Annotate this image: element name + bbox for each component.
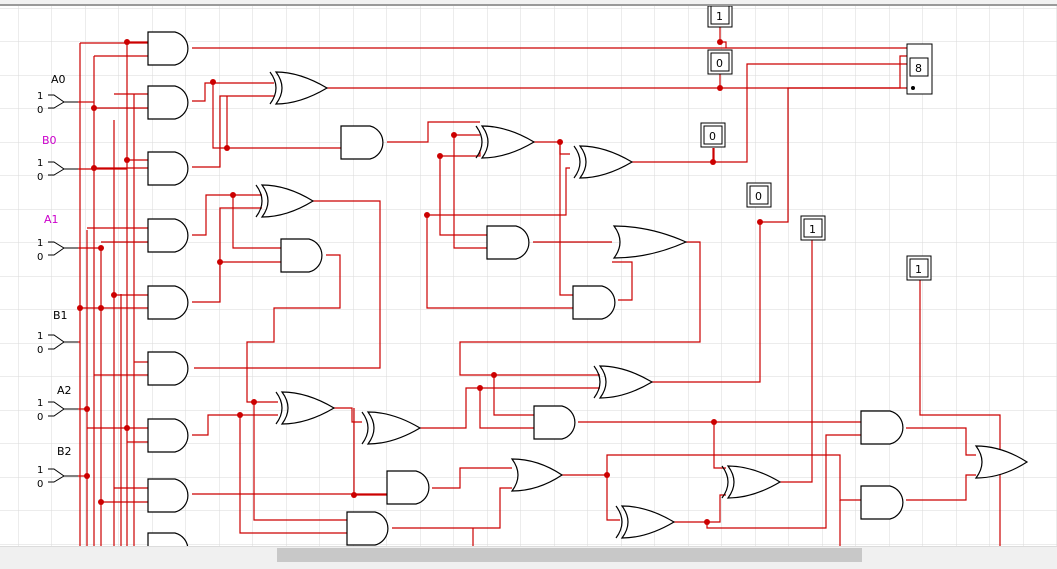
window-top-border bbox=[0, 0, 1057, 6]
output-probe-value: 1 bbox=[915, 263, 922, 276]
and-gate[interactable] bbox=[147, 31, 189, 66]
and-gate[interactable] bbox=[147, 151, 189, 186]
output-probe-value: 0 bbox=[716, 57, 723, 70]
input-switch-b0[interactable]: B0 1 0 bbox=[37, 134, 78, 183]
and-gate[interactable] bbox=[147, 532, 189, 546]
output-probe[interactable]: 1 bbox=[906, 255, 932, 281]
or-gate[interactable] bbox=[612, 225, 688, 259]
and-gate[interactable] bbox=[572, 285, 616, 320]
switch-low-label: 0 bbox=[37, 252, 43, 263]
switch-high-label: 1 bbox=[37, 91, 43, 102]
switch-low-label: 0 bbox=[37, 479, 43, 490]
input-label-a0: A0 bbox=[51, 73, 66, 86]
wires bbox=[78, 27, 1001, 546]
xor-gate[interactable] bbox=[593, 365, 654, 399]
xor-gate[interactable] bbox=[573, 145, 634, 179]
and-gate[interactable] bbox=[147, 285, 189, 320]
output-probe[interactable]: 0 bbox=[746, 182, 772, 208]
decimal-point-indicator bbox=[911, 86, 915, 90]
and-gate[interactable] bbox=[280, 238, 323, 273]
horizontal-scrollbar-thumb[interactable] bbox=[277, 548, 862, 562]
xor-gate[interactable] bbox=[721, 465, 782, 499]
switch-low-label: 0 bbox=[37, 105, 43, 116]
input-label-b0: B0 bbox=[42, 134, 57, 147]
output-probe[interactable]: 1 bbox=[800, 215, 826, 241]
and-gate[interactable] bbox=[147, 351, 189, 386]
output-probe-value: 1 bbox=[716, 10, 723, 23]
input-label-b1: B1 bbox=[53, 309, 68, 322]
switch-low-label: 0 bbox=[37, 412, 43, 423]
and-gate[interactable] bbox=[486, 225, 530, 260]
input-switch-a0[interactable]: A0 1 0 bbox=[37, 73, 78, 116]
switch-low-label: 0 bbox=[37, 172, 43, 183]
xor-gate[interactable] bbox=[269, 71, 329, 105]
switch-high-label: 1 bbox=[37, 398, 43, 409]
and-gate[interactable] bbox=[860, 485, 904, 520]
circuit-canvas[interactable]: A0 1 0 B0 1 0 A1 1 0 B1 1 0 A2 bbox=[0, 6, 1057, 546]
and-gate[interactable] bbox=[533, 405, 576, 440]
output-probe-value: 1 bbox=[809, 223, 816, 236]
switch-high-label: 1 bbox=[37, 331, 43, 342]
output-probe[interactable]: 0 bbox=[707, 49, 733, 75]
xor-gate[interactable] bbox=[275, 391, 336, 425]
logic-gates bbox=[147, 31, 1029, 546]
xor-gate[interactable] bbox=[475, 125, 536, 159]
input-switch-b1[interactable]: B1 1 0 bbox=[37, 309, 78, 356]
switch-high-label: 1 bbox=[37, 465, 43, 476]
output-probe-value: 0 bbox=[709, 130, 716, 143]
hex-digit-display[interactable]: 8 bbox=[906, 43, 933, 95]
xor-gate[interactable] bbox=[361, 411, 422, 445]
input-switches: A0 1 0 B0 1 0 A1 1 0 B1 1 0 A2 bbox=[37, 73, 78, 490]
output-probe[interactable]: 1 bbox=[707, 6, 733, 28]
xor-gate[interactable] bbox=[615, 505, 676, 539]
and-gate[interactable] bbox=[860, 410, 904, 445]
and-gate[interactable] bbox=[346, 511, 389, 546]
and-gate[interactable] bbox=[340, 125, 384, 160]
output-probes: 1 0 0 0 1 1 bbox=[700, 6, 932, 281]
input-label-a1: A1 bbox=[44, 213, 59, 226]
and-gate[interactable] bbox=[386, 470, 430, 505]
output-probe-value: 0 bbox=[755, 190, 762, 203]
wire-junctions bbox=[77, 39, 763, 525]
input-switch-a2[interactable]: A2 1 0 bbox=[37, 384, 78, 423]
or-gate[interactable] bbox=[974, 445, 1029, 479]
switch-high-label: 1 bbox=[37, 238, 43, 249]
and-gate[interactable] bbox=[147, 218, 189, 253]
input-switch-b2[interactable]: B2 1 0 bbox=[37, 445, 78, 490]
input-switch-a1[interactable]: A1 1 0 bbox=[37, 213, 78, 263]
input-label-a2: A2 bbox=[57, 384, 72, 397]
output-probe[interactable]: 0 bbox=[700, 122, 726, 148]
horizontal-scrollbar[interactable] bbox=[0, 546, 1057, 569]
input-label-b2: B2 bbox=[57, 445, 72, 458]
switch-low-label: 0 bbox=[37, 345, 43, 356]
and-gate[interactable] bbox=[147, 418, 189, 453]
and-gate[interactable] bbox=[147, 478, 189, 513]
xor-gate[interactable] bbox=[255, 184, 315, 218]
switch-high-label: 1 bbox=[37, 158, 43, 169]
hex-display-value: 8 bbox=[915, 62, 922, 75]
or-gate[interactable] bbox=[510, 458, 564, 492]
and-gate[interactable] bbox=[147, 85, 189, 120]
